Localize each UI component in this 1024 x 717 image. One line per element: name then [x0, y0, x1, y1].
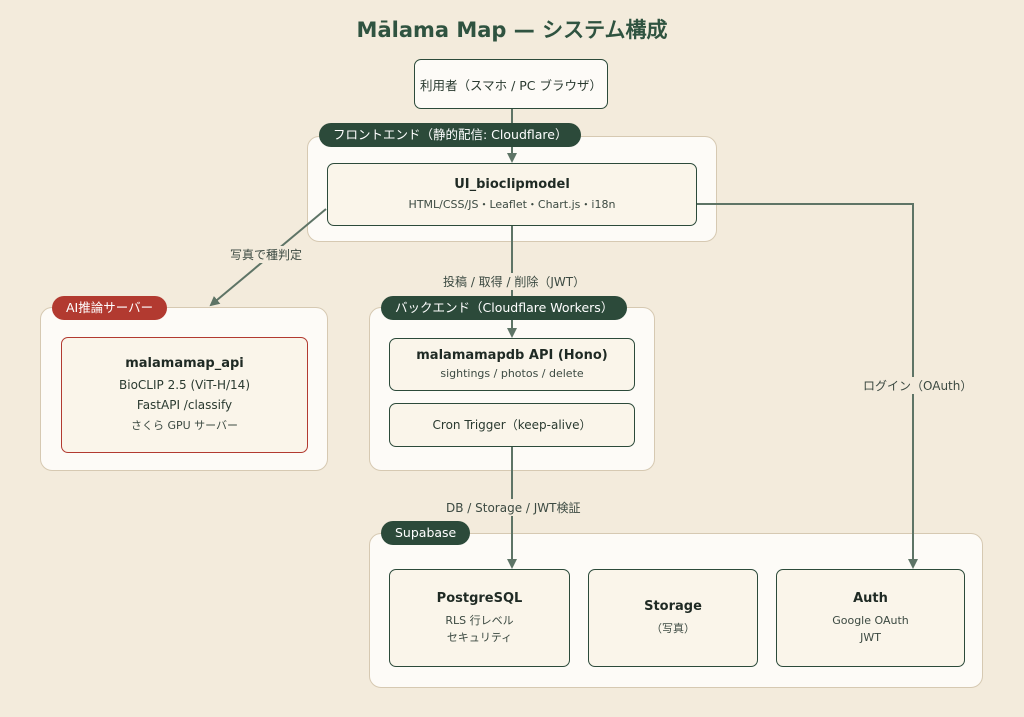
backend-api-box: malamamapdb API (Hono) sightings / photo… — [389, 338, 635, 391]
auth-line1: Google OAuth — [832, 613, 909, 627]
auth-line2: JWT — [860, 630, 881, 644]
storage-box: Storage （写真） — [588, 569, 758, 667]
frontend-sub: HTML/CSS/JS・Leaflet・Chart.js・i18n — [408, 197, 616, 211]
postgres-line1: RLS 行レベル — [445, 613, 514, 627]
ai-tag: AI推論サーバー — [52, 296, 168, 320]
ai-line1: BioCLIP 2.5 (ViT-H/14) — [119, 378, 250, 392]
backend-api-sub: sightings / photos / delete — [440, 366, 584, 380]
storage-line1: （写真） — [651, 622, 695, 635]
postgres-line2: セキュリティ — [446, 630, 513, 644]
postgres-title: PostgreSQL — [436, 590, 523, 606]
edge-label-login: ログイン（OAuth） — [860, 377, 976, 394]
edge-label-crud: 投稿 / 取得 / 削除（JWT） — [440, 273, 589, 290]
user-node: 利用者（スマホ / PC ブラウザ） — [414, 59, 608, 109]
edge-label-species: 写真で種判定 — [227, 246, 306, 263]
frontend-box: UI_bioclipmodel HTML/CSS/JS・Leaflet・Char… — [327, 163, 697, 226]
cron-label: Cron Trigger（keep-alive） — [432, 418, 592, 432]
page-title: Mālama Map — システム構成 — [356, 18, 668, 42]
supabase-tag: Supabase — [381, 521, 471, 545]
ai-line3: さくら GPU サーバー — [130, 419, 239, 432]
storage-title: Storage — [644, 599, 702, 614]
auth-title: Auth — [853, 590, 888, 606]
ai-line2: FastAPI /classify — [136, 398, 233, 412]
backend-tag: バックエンド（Cloudflare Workers） — [381, 296, 628, 320]
ai-box: malamamap_api BioCLIP 2.5 (ViT-H/14) Fas… — [61, 337, 308, 453]
auth-box: Auth Google OAuth JWT — [776, 569, 965, 667]
frontend-tag: フロントエンド（静的配信: Cloudflare） — [319, 123, 582, 147]
arrow-frontend-to-auth — [697, 203, 918, 569]
frontend-title: UI_bioclipmodel — [454, 176, 570, 192]
cron-box: Cron Trigger（keep-alive） — [389, 403, 635, 447]
postgres-box: PostgreSQL RLS 行レベル セキュリティ — [389, 569, 570, 667]
backend-api-title: malamamapdb API (Hono) — [416, 347, 608, 363]
user-label: 利用者（スマホ / PC ブラウザ） — [419, 77, 603, 93]
ai-title: malamamap_api — [125, 356, 244, 371]
edge-label-db: DB / Storage / JWT検証 — [443, 499, 584, 516]
